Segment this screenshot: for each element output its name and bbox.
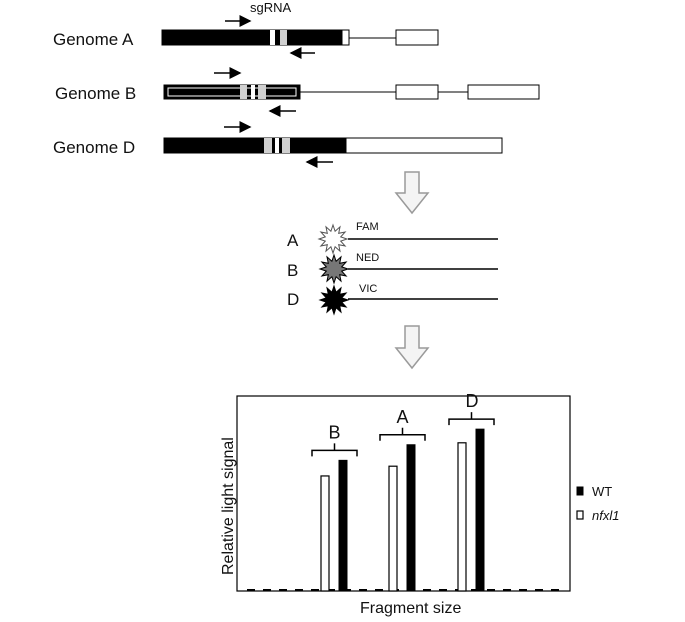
genome-b-target-mark-2 <box>251 85 255 99</box>
genome-a-target-mark-2 <box>280 30 287 45</box>
fluorescent-probes: A B D FAM NED VIC <box>287 221 498 316</box>
fragment-chart: B A D Relative light signal Fragment size <box>220 391 571 617</box>
genome-a-exon-2 <box>395 29 439 46</box>
group-label-b: B <box>329 422 341 442</box>
legend-nfxl1-label: nfxl1 <box>592 508 619 523</box>
genome-d-utr <box>345 137 503 154</box>
bar-b-nfxl1 <box>320 475 330 592</box>
genome-b-target-mark-3 <box>258 85 266 99</box>
chart-legend: WT nfxl1 <box>576 484 619 523</box>
probe-a-dye-icon <box>317 223 349 255</box>
chart-frame <box>236 395 571 592</box>
probe-d-dye-label: VIC <box>359 283 377 295</box>
genome-a-target-mark-1 <box>270 30 275 45</box>
probe-a-dye-label: FAM <box>356 221 379 233</box>
genome-d-exon-coding <box>163 137 347 154</box>
genome-d-row: Genome D <box>53 121 503 168</box>
genome-b-exon-inner-outline <box>167 87 297 97</box>
group-label-d: D <box>466 391 479 411</box>
probe-b-dye-label: NED <box>356 252 379 264</box>
bar-a-wt <box>406 444 416 592</box>
genome-b-exon-2 <box>395 84 439 100</box>
genome-d-label: Genome D <box>53 138 135 157</box>
genome-d-target-mark-2 <box>275 138 279 153</box>
sgrna-label: sgRNA <box>250 0 292 15</box>
genome-a-row: Genome A sgRNA <box>53 0 439 59</box>
group-label-a: A <box>397 407 409 427</box>
chart-group-labels: B A D <box>311 391 495 457</box>
down-arrow-1 <box>394 171 430 215</box>
genome-b-label: Genome B <box>55 84 136 103</box>
bar-d-nfxl1 <box>457 442 467 592</box>
probe-a-letter: A <box>287 231 299 250</box>
bar-a-nfxl1 <box>388 465 398 592</box>
bar-b-wt <box>338 459 348 592</box>
legend-nfxl1-swatch <box>576 510 584 520</box>
bar-d-wt <box>475 428 485 592</box>
down-arrow-2 <box>394 325 430 370</box>
probe-b-dye-icon <box>318 253 350 285</box>
genome-b-row: Genome B <box>55 67 540 117</box>
genome-b-target-mark-1 <box>240 85 247 99</box>
genome-b-exon-3 <box>467 84 540 100</box>
genome-a-exon-coding <box>161 29 345 46</box>
genome-d-target-mark-3 <box>282 138 290 153</box>
probe-d-letter: D <box>287 290 299 309</box>
genome-b-exon-coding <box>163 84 301 100</box>
legend-wt-swatch <box>576 486 584 496</box>
probe-d-dye-icon <box>318 284 350 316</box>
chart-x-axis-label: Fragment size <box>360 600 461 617</box>
genome-a-exon-end <box>341 29 350 46</box>
genome-a-label: Genome A <box>53 30 134 49</box>
genome-d-target-mark-1 <box>264 138 272 153</box>
probe-b-letter: B <box>287 261 298 280</box>
chart-bars <box>320 428 485 592</box>
legend-wt-label: WT <box>592 484 612 499</box>
chart-y-axis-label: Relative light signal <box>220 437 237 575</box>
